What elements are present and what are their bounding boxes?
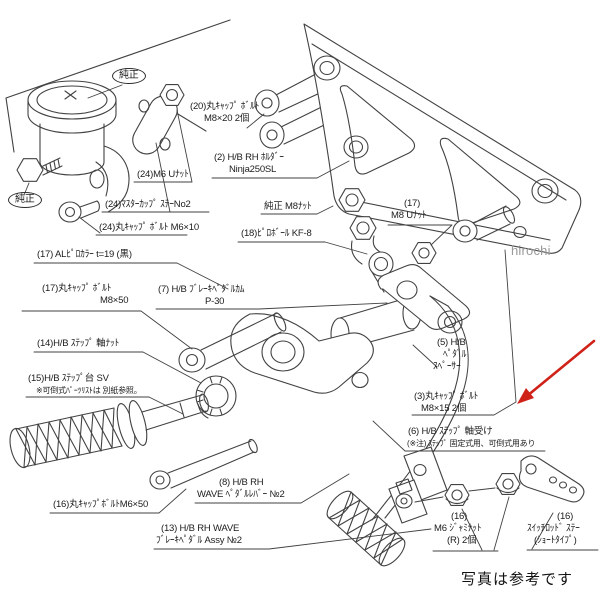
cap-bolt-m6x10-drawing <box>58 200 100 223</box>
label-part16-stay-line1: (16) <box>557 511 574 522</box>
step-plate-drawing <box>230 313 374 394</box>
label-part6-line2: (※注) ｽﾃｯﾌﾟ 固定式用、可倒式用あり <box>407 439 536 448</box>
jam-nuts-drawing <box>414 473 521 506</box>
label-part15-line2: ※可倒式ﾊﾟｰﾂﾘｽﾄは 別紙参照。 <box>36 386 142 395</box>
label-part18-pillowball: (18)ﾋﾟﾛﾎﾞｰﾙ KF-8 <box>241 228 312 239</box>
photo-disclaimer-text: 写真は参考です <box>461 571 574 588</box>
cap-bolt-m8x50-drawing <box>178 312 287 373</box>
cap-bolt-m6x50-drawing <box>149 438 258 490</box>
holder-plate-drawing <box>303 23 582 254</box>
label-part5-line3: ｽﾍﾟｰｻｰ <box>433 361 461 372</box>
label-part3-line2: M8×15 2個 <box>421 403 467 414</box>
label-part24-stay: (24)ﾏｽﾀｰｶｯﾌﾟ ｽﾃｰNo2 <box>105 199 191 210</box>
pedal-tip-drawing <box>326 446 448 567</box>
label-part24-bolt: (24)丸ｷｬｯﾌﾟ ﾎﾞﾙﾄ M6×10 <box>99 222 199 233</box>
red-arrow-icon <box>517 339 596 404</box>
label-part5-line1: (5) H/B <box>437 337 466 348</box>
pedal-cam-drawing <box>377 263 471 334</box>
label-part2-line1: (2) H/B RH ﾎﾙﾀﾞｰ <box>214 152 284 163</box>
label-part15-line1: (15)H/B ｽﾃｯﾌﾟ台 SV <box>28 373 109 384</box>
footpeg-drawing <box>9 393 210 469</box>
label-part2-line2: Ninja250SL <box>229 164 277 175</box>
label-part17-unut-line1: (17) <box>404 198 421 209</box>
label-part20-line2: M8×20 2個 <box>204 113 250 124</box>
label-genuine-m8nut: 純正 M8ﾅｯﾄ <box>264 201 312 212</box>
label-part17-collar: (17) ALﾋﾟﾛｶﾗｰ t=19 (黒) <box>37 249 132 260</box>
label-part6-line1: (6) H/B ｽﾃｯﾌﾟ 軸受け <box>408 426 493 437</box>
label-part16-stay-line3: (ｼｮｰﾄﾀｲﾌﾟ) <box>534 535 577 546</box>
label-part16-bolt: (16)丸ｷｬｯﾌﾟﾎﾞﾙﾄM6×50 <box>53 499 149 510</box>
label-part16-nut-line3: (R) 2個 <box>447 535 477 546</box>
label-part3-line1: (3)丸ｷｬｯﾌﾟ ﾎﾞﾙﾄ <box>414 391 479 402</box>
label-part5-line2: ﾍﾟﾀﾞﾙ <box>443 349 467 360</box>
label-part14-nut: (14)H/B ｽﾃｯﾌﾟ 軸ﾅｯﾄ <box>37 338 120 349</box>
hex-bolt-drawing <box>16 157 63 182</box>
step-shaft-nut-drawing <box>195 375 237 419</box>
reservoir-cup-drawing <box>27 80 130 213</box>
label-part17-bolt-line2: M8×50 <box>100 295 129 306</box>
cap-bolt-m8x15-drawing <box>452 205 516 243</box>
label-part20-line1: (20)丸ｷｬｯﾌﾟ ﾎﾞﾙﾄ <box>190 101 260 112</box>
label-part16-stay-line2: ｽｲｯﾁﾛｯﾄﾞ ｽﾃｰ <box>527 523 580 534</box>
label-part13-line1: (13) H/B RH WAVE <box>161 523 240 534</box>
label-part17-unut-line2: M8 Uﾅｯﾄ <box>391 210 427 221</box>
switch-rod-stay-drawing <box>518 455 585 503</box>
m8-unut-drawing <box>411 242 437 264</box>
label-part8-line2: WAVE ﾍﾟﾀﾞﾙﾚﾊﾞｰ №2 <box>197 489 285 500</box>
label-part8-line1: (8) H/B RH <box>219 477 264 488</box>
label-part13-line2: ﾌﾞﾚｰｷﾍﾟﾀﾞﾙ Assy №2 <box>156 535 242 546</box>
watermark-text: hirochi <box>511 243 551 258</box>
m6-unut-drawing <box>159 84 185 106</box>
pillow-ball-drawing <box>338 188 397 293</box>
label-part17-bolt-line1: (17)丸ｷｬｯﾌﾟ ﾎﾞﾙﾄ <box>42 283 112 294</box>
label-part16-nut-line1: (16) <box>451 511 468 522</box>
label-part16-nut-line2: M6 ｼﾞｬﾐﾅｯﾄ <box>434 523 482 534</box>
label-part24-unut: (24)M6 Uﾅｯﾄ <box>137 169 189 180</box>
label-genuine-top: 純正 <box>112 68 146 84</box>
label-genuine-left: 純正 <box>8 192 42 208</box>
label-part7-line1: (7) H/B ﾌﾞﾚｰｷﾍﾟﾀﾞﾙｶﾑ <box>158 284 245 295</box>
label-part7-line2: P-30 <box>205 296 225 307</box>
